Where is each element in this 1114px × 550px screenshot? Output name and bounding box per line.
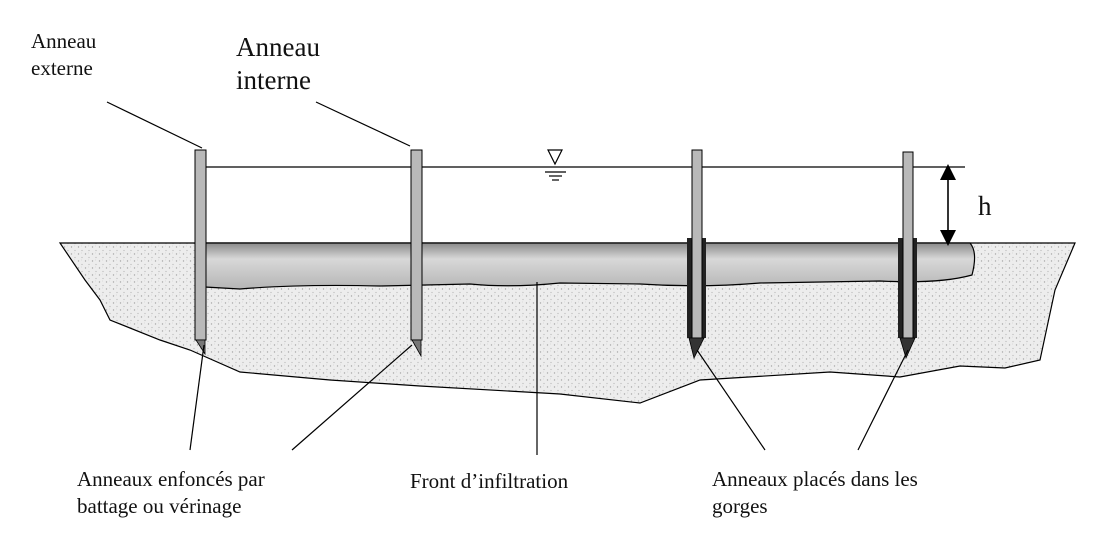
water-level-triangle-icon [545, 149, 566, 181]
driven-rings-leader-1 [189, 344, 205, 451]
inner-ring-label-line-2: interne [236, 65, 311, 95]
driven-rings-label-line-2: battage ou vérinage [77, 494, 242, 518]
outer-ring-label-line-1: Anneau [31, 29, 97, 53]
infiltration-front-label: Front d’infiltration [410, 469, 569, 493]
inner-ring [410, 149, 423, 358]
outer-ring-label: Anneau externe [31, 28, 96, 82]
grooved-rings-label-line-2: gorges [712, 494, 768, 518]
grooved-rings-leader-1 [696, 349, 766, 451]
grooved-ring-left [687, 149, 706, 360]
outer-ring-label-line-2: externe [31, 56, 93, 80]
inner-ring-label-line-1: Anneau [236, 32, 320, 62]
driven-rings-label-line-1: Anneaux enfoncés par [77, 467, 265, 491]
outer-ring-leader [106, 101, 203, 149]
grooved-ring-right [898, 151, 917, 360]
height-label: h [978, 191, 992, 221]
outer-ring [194, 149, 207, 356]
driven-rings-label: Anneaux enfoncés par battage ou vérinage [77, 466, 265, 520]
grooved-rings-label-line-1: Anneaux placés dans les [712, 467, 918, 491]
inner-ring-leader [315, 101, 411, 147]
grooved-rings-leader-2 [857, 349, 909, 451]
inner-ring-label: Anneau interne [236, 31, 320, 97]
grooved-rings-label: Anneaux placés dans les gorges [712, 466, 918, 520]
infiltration-layer [204, 242, 976, 290]
driven-rings-leader-2 [291, 344, 413, 451]
